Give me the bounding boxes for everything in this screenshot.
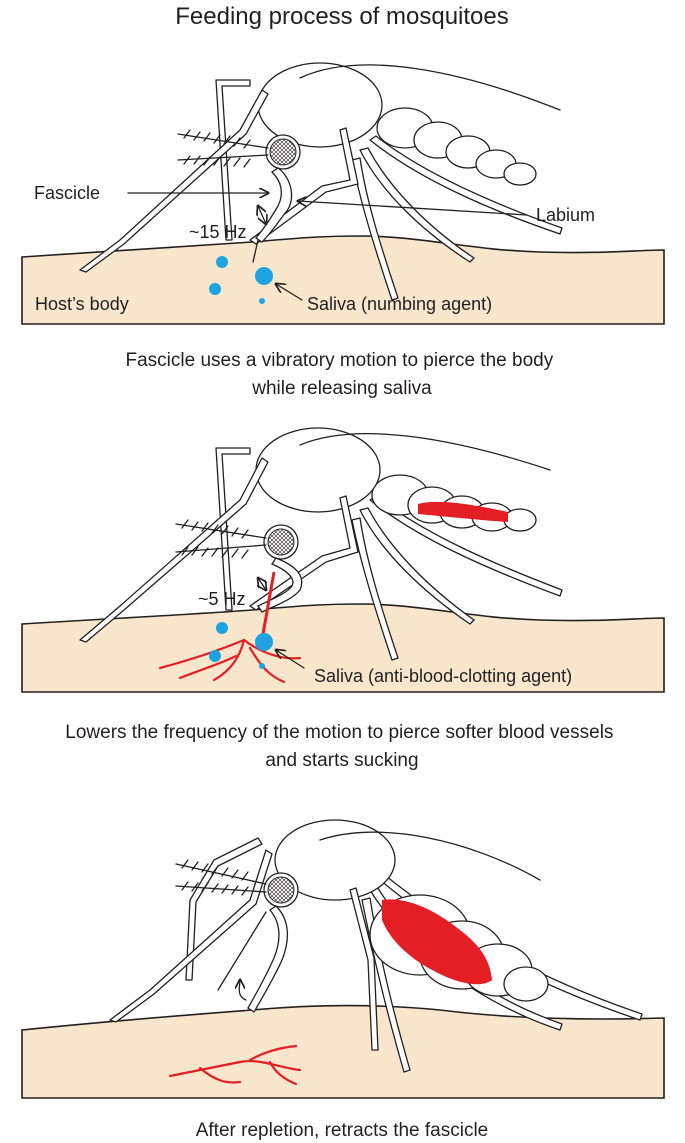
panel-1: Fascicle Labium ~15 Hz Host’s body Saliv… — [21, 62, 665, 399]
vibration-arrow — [258, 578, 266, 590]
blood-in-abdomen — [382, 899, 492, 985]
caption-line: while releasing saliva — [251, 378, 432, 399]
leg — [79, 89, 269, 273]
antenna — [177, 129, 269, 168]
host-skin-3 — [21, 1004, 665, 1099]
mosquito-1 — [79, 62, 563, 301]
labium — [257, 557, 303, 613]
labium-pointer — [298, 201, 528, 216]
caption-line: Fascicle uses a vibratory motion to pier… — [126, 350, 554, 371]
leg — [109, 849, 273, 1023]
leg — [349, 887, 379, 1051]
leg — [359, 507, 475, 625]
thorax — [257, 62, 383, 148]
antenna — [175, 859, 267, 896]
antenna — [175, 519, 267, 559]
saliva-pointer — [276, 284, 303, 301]
leg — [215, 447, 251, 611]
fascicle-label: Fascicle — [34, 183, 100, 203]
panel-3: After repletion, retracts the fascicle — [21, 819, 665, 1141]
wing — [319, 831, 541, 881]
saliva-droplet — [255, 633, 273, 651]
panel-caption: Lowers the frequency of the motion to pi… — [65, 722, 618, 771]
saliva-droplet — [209, 650, 221, 662]
saliva-droplet — [259, 663, 265, 669]
saliva-droplet — [216, 622, 228, 634]
saliva-droplet — [209, 283, 221, 295]
saliva-droplet — [255, 267, 273, 285]
wing — [299, 64, 561, 111]
blood-in-abdomen — [418, 501, 508, 522]
frequency-label: ~5 Hz — [198, 589, 246, 609]
leg — [369, 135, 563, 235]
abdomen-3 — [369, 894, 549, 1002]
saliva-droplet — [259, 298, 265, 304]
fascicle — [252, 239, 259, 263]
thorax — [274, 819, 396, 901]
leg — [215, 79, 251, 241]
mosquito-3 — [109, 819, 643, 1073]
panel-2: ~5 Hz Saliva (anti-blood-clotting agent)… — [21, 427, 665, 771]
abdomen-1 — [376, 107, 537, 186]
panel-caption: Fascicle uses a vibratory motion to pier… — [126, 350, 559, 399]
leg — [369, 495, 563, 597]
blood-vessels — [168, 1044, 302, 1086]
caption-line: and starts sucking — [265, 750, 418, 771]
compound-eye — [267, 528, 295, 556]
saliva-label: Saliva (anti-blood-clotting agent) — [314, 666, 572, 686]
leg — [351, 157, 399, 301]
saliva-pointer — [276, 650, 305, 669]
leg — [79, 457, 269, 643]
mosquito-2 — [79, 427, 563, 661]
host-skin-2 — [21, 603, 665, 693]
saliva-label: Saliva (numbing agent) — [307, 294, 492, 314]
leg — [359, 147, 475, 263]
panel-caption: After repletion, retracts the fascicle — [196, 1120, 489, 1141]
fascicle — [217, 911, 267, 991]
caption-line: After repletion, retracts the fascicle — [196, 1120, 489, 1141]
fascicle — [260, 571, 276, 641]
thorax — [255, 427, 381, 513]
leg — [185, 837, 263, 981]
leg — [249, 495, 359, 611]
diagram-title: Feeding process of mosquitoes — [175, 3, 509, 30]
caption-line: Lowers the frequency of the motion to pi… — [65, 722, 613, 743]
labium-label: Labium — [536, 205, 595, 225]
compound-eye — [269, 138, 297, 166]
abdomen-2 — [371, 474, 537, 532]
leg — [351, 517, 399, 661]
host-skin-1 — [21, 235, 665, 325]
retraction-arrow — [239, 980, 247, 1001]
labium — [255, 167, 293, 243]
saliva-droplet — [216, 256, 228, 268]
vibration-arrow — [258, 206, 266, 224]
frequency-label: ~15 Hz — [189, 222, 247, 242]
host-body-label: Host’s body — [35, 294, 129, 314]
labium — [247, 905, 288, 1013]
wing — [299, 433, 551, 471]
compound-eye — [267, 876, 295, 904]
